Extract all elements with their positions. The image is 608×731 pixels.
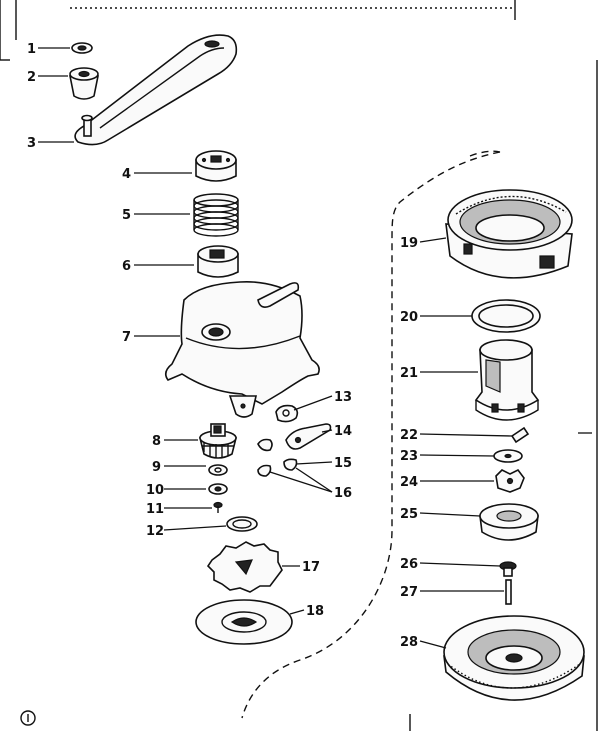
callout-2: 2 xyxy=(27,70,36,85)
leader-lines xyxy=(38,47,592,649)
corner-mark xyxy=(20,710,36,726)
callout-11: 11 xyxy=(146,502,164,517)
callout-8: 8 xyxy=(152,434,161,449)
callout-25: 25 xyxy=(400,507,418,522)
callout-9: 9 xyxy=(152,460,161,475)
part-17-star-plate xyxy=(206,541,283,593)
part-13-clip xyxy=(275,404,299,423)
part-21-hub xyxy=(474,339,540,421)
part-1-washer xyxy=(71,42,93,54)
part-19-ring-gear xyxy=(445,189,573,279)
callout-24: 24 xyxy=(400,475,418,490)
callout-21: 21 xyxy=(400,366,418,381)
callout-labels: 1 2 3 4 5 6 7 8 9 10 11 12 13 14 15 16 1… xyxy=(27,42,418,650)
callout-16: 16 xyxy=(334,486,352,501)
part-16-clip xyxy=(257,464,272,477)
callout-3: 3 xyxy=(27,136,36,151)
callout-17: 17 xyxy=(302,560,320,575)
part-10-washer xyxy=(208,483,228,495)
callout-27: 27 xyxy=(400,585,418,600)
part-23-washer xyxy=(493,449,523,463)
part-7-starter-housing xyxy=(164,280,320,418)
callout-1: 1 xyxy=(27,42,36,57)
part-5-spring xyxy=(193,193,239,237)
part-28-base xyxy=(443,615,585,701)
callout-28: 28 xyxy=(400,635,418,650)
part-26-screw xyxy=(499,561,517,577)
callout-18: 18 xyxy=(306,604,324,619)
part-27-pin xyxy=(505,579,512,605)
part-25-pulley xyxy=(479,503,539,541)
part-3-crank-arm xyxy=(74,34,238,146)
part-8-gear xyxy=(198,423,238,459)
part-22-pin xyxy=(510,426,530,444)
part-9-washer xyxy=(208,464,228,476)
callout-14: 14 xyxy=(334,424,352,439)
callout-6: 6 xyxy=(122,259,131,274)
part-2-knob xyxy=(69,67,99,100)
callout-7: 7 xyxy=(122,330,131,345)
part-18-base-plate xyxy=(195,599,293,645)
assembly-boundary-top xyxy=(469,150,501,157)
callout-12: 12 xyxy=(146,524,164,539)
part-4-hub xyxy=(195,150,237,182)
part-24-carrier xyxy=(495,468,525,493)
part-11-screw xyxy=(213,501,223,513)
callout-5: 5 xyxy=(122,208,131,223)
callout-26: 26 xyxy=(400,557,418,572)
callout-4: 4 xyxy=(122,167,131,182)
part-14-pawl xyxy=(285,423,332,450)
callout-10: 10 xyxy=(146,483,164,498)
callout-19: 19 xyxy=(400,236,418,251)
part-15-clip xyxy=(257,438,298,471)
part-6-spring-housing xyxy=(197,245,239,278)
part-12-ring xyxy=(226,516,258,532)
callout-23: 23 xyxy=(400,449,418,464)
callout-22: 22 xyxy=(400,428,418,443)
callout-13: 13 xyxy=(334,390,352,405)
callout-20: 20 xyxy=(400,310,418,325)
callout-15: 15 xyxy=(334,456,352,471)
part-20-o-ring xyxy=(471,299,541,333)
